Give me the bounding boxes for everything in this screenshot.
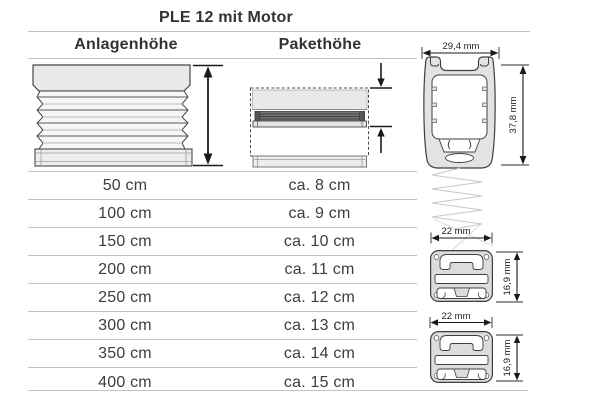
table-row: 100 cm ca. 9 cm (28, 200, 417, 228)
pakethoehe-dimension-arrows (370, 63, 392, 153)
column-header-anlagenhoehe: Anlagenhöhe (74, 36, 178, 53)
table-row: 400 cm ca. 15 cm (28, 368, 417, 397)
pakethoehe-value: ca. 12 cm (283, 288, 356, 306)
profile-cross-sections-diagram: 29,4 mm 37, (421, 41, 529, 383)
middle-rail-width-dimension: 22 mm (430, 226, 493, 244)
table-row: 250 cm ca. 12 cm (28, 284, 417, 312)
fabric-line (433, 218, 494, 247)
size-table-body: 50 cm ca. 8 cm 100 cm ca. 9 cm 150 cm ca. 10 … (28, 172, 417, 397)
head-rail-height-dimension: 37,8 mm (501, 64, 529, 166)
bottom-rail-cross-section (430, 331, 493, 383)
bottom-rule (28, 390, 528, 391)
pakethoehe-value: ca. 9 cm (288, 204, 351, 222)
blind-head-rail (32, 64, 191, 92)
blind-bottom-rail (34, 148, 193, 167)
table-top-rule (28, 171, 417, 172)
stacked-package-diagram (250, 63, 392, 168)
table-row: 200 cm ca. 11 cm (28, 256, 417, 284)
middle-rail-height-label: 16,9 mm (502, 258, 513, 295)
anlagenhoehe-value: 150 cm (98, 232, 152, 250)
anlagenhoehe-dimension-arrow (193, 64, 223, 167)
bottom-rail-height-label: 16,9 mm (502, 339, 513, 376)
pakethoehe-value: ca. 10 cm (283, 232, 356, 250)
pakethoehe-value: ca. 11 cm (284, 260, 355, 278)
anlagenhoehe-value: 250 cm (98, 288, 152, 306)
fabric-spring-zigzag (431, 167, 483, 230)
table-row: 300 cm ca. 13 cm (28, 312, 417, 340)
head-rail-width-label: 29,4 mm (443, 41, 480, 52)
anlagenhoehe-value: 350 cm (98, 344, 152, 362)
pakethoehe-value: ca. 15 cm (283, 373, 356, 391)
anlagenhoehe-value: 50 cm (102, 176, 148, 194)
top-rule (28, 31, 530, 32)
table-row: 50 cm ca. 8 cm (28, 172, 417, 200)
extended-blind-diagram (32, 64, 223, 167)
anlagenhoehe-value: 300 cm (98, 316, 152, 334)
bottom-rail-height-dimension: 16,9 mm (496, 334, 523, 382)
anlagenhoehe-value: 200 cm (98, 260, 152, 278)
header-rule (28, 58, 417, 59)
head-rail-cross-section (423, 56, 496, 169)
pakethoehe-value: ca. 14 cm (283, 344, 356, 362)
middle-rail-width-label: 22 mm (441, 226, 470, 237)
head-rail-width-dimension: 29,4 mm (421, 41, 500, 59)
package-head-rail (252, 89, 368, 110)
pakethoehe-value: ca. 8 cm (288, 176, 351, 194)
folded-fabric-stack (254, 111, 365, 122)
middle-rail-cross-section (430, 250, 493, 302)
anlagenhoehe-value: 400 cm (98, 373, 152, 391)
middle-rail-height-dimension: 16,9 mm (496, 251, 523, 303)
blind-pleats (36, 90, 189, 150)
pakethoehe-value: ca. 13 cm (283, 316, 356, 334)
column-header-pakethoehe: Pakethöhe (278, 36, 362, 53)
page-title: PLE 12 mit Motor (159, 9, 293, 26)
bottom-rail-lowered-ghost (252, 155, 367, 168)
table-row: 350 cm ca. 14 cm (28, 340, 417, 368)
package-bottom-rail-raised (252, 120, 367, 128)
anlagenhoehe-value: 100 cm (98, 204, 152, 222)
head-rail-height-label: 37,8 mm (508, 96, 519, 133)
bottom-rail-width-dimension: 22 mm (429, 311, 493, 328)
table-row: 150 cm ca. 10 cm (28, 228, 417, 256)
bottom-rail-width-label: 22 mm (441, 311, 470, 322)
